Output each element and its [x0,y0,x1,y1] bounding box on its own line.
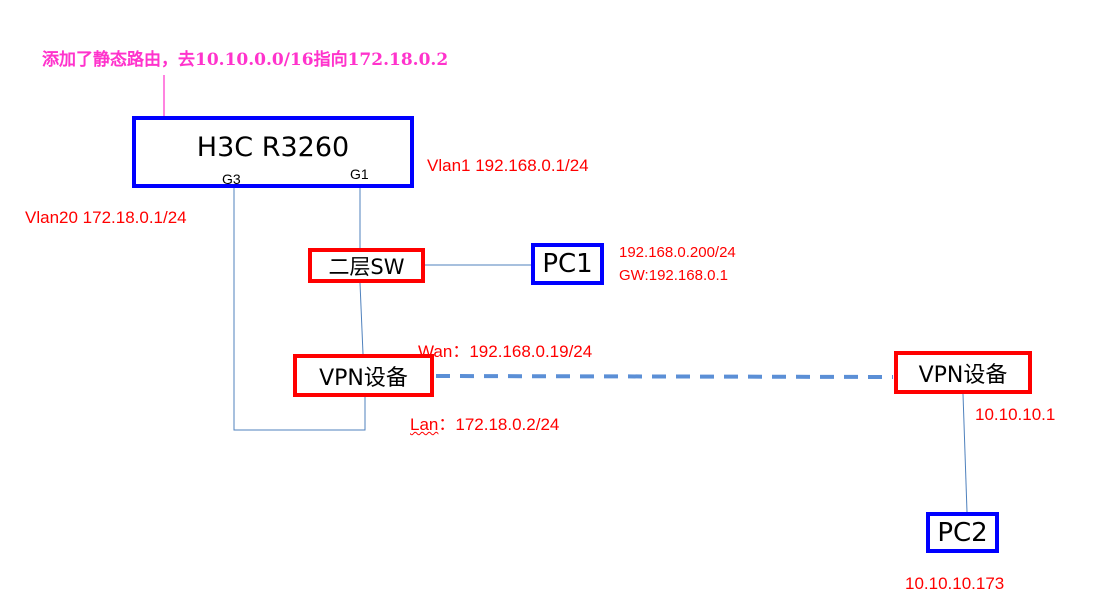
lan-label: Lan：172.18.0.2/24 [410,410,559,435]
vpn-device-local[interactable]: VPN设备 [293,354,434,397]
router-h3c[interactable]: H3C R3260 [132,116,414,188]
vpn-device-remote[interactable]: VPN设备 [894,351,1032,394]
vpn-remote-ip: 10.10.10.1 [975,405,1056,424]
wan-label: Wan：192.168.0.19/24 [418,337,592,362]
pc2[interactable]: PC2 [926,512,999,553]
vlan20-label: Vlan20 172.18.0.1/24 [25,208,187,227]
lan-ip: ：172.18.0.2/24 [438,415,560,434]
router-name: H3C R3260 [196,132,350,163]
pc2-name: PC2 [937,517,988,548]
wan-ip: ：192.168.0.19/24 [452,342,593,361]
port-g3: G3 [222,171,241,187]
port-g1: G1 [350,166,369,182]
pc1-name: PC1 [542,249,593,279]
vpn-tunnel [435,374,894,379]
pc2-ip: 10.10.10.173 [905,574,1005,593]
layer2-switch[interactable]: 二层SW [308,248,425,283]
vlan1-label: Vlan1 192.168.0.1/24 [427,156,589,175]
link-switch-vpn [359,282,364,355]
pc1-ip: 192.168.0.200/24 [619,244,736,261]
vpn-remote-name: VPN设备 [918,362,1008,388]
link-g3-vpn-lan [233,188,366,431]
vpn-local-name: VPN设备 [319,365,408,391]
link-vpn-pc2 [962,393,968,513]
pc1-gateway: GW:192.168.0.1 [619,267,728,284]
wan-prefix: Wan [418,342,453,361]
switch-name: 二层SW [328,254,405,279]
static-route-annotation: 添加了静态路由，去10.10.0.0/16指向172.18.0.2 [42,50,449,70]
lan-prefix: Lan [410,415,439,434]
pc1[interactable]: PC1 [531,243,604,285]
